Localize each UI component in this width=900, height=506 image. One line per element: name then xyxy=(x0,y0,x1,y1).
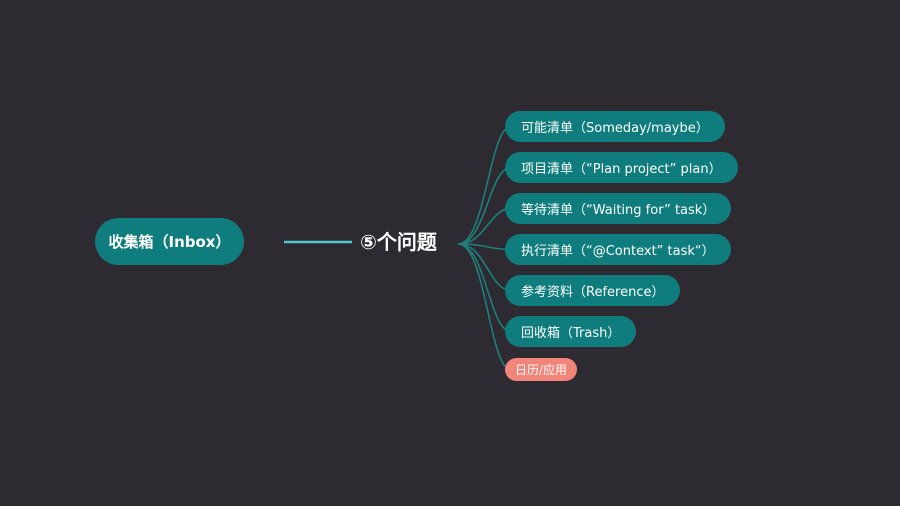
branch-node-label: 回收箱（Trash） xyxy=(521,326,621,341)
branch-node-waiting-list[interactable]: 等待清单（“Waiting for” task） xyxy=(505,193,732,224)
branch-node-action-list[interactable]: 执行清单（“@Context” task“） xyxy=(505,234,731,265)
branch-connector-2 xyxy=(457,207,512,245)
hub-topic-label: ⑤个问题 xyxy=(360,230,437,254)
branch-node-label: 执行清单（“@Context” task“） xyxy=(521,244,715,259)
branch-node-trash[interactable]: 回收箱（Trash） xyxy=(505,316,637,347)
branch-connector-0 xyxy=(457,125,512,245)
branch-connector-4 xyxy=(457,243,512,292)
branch-connector-1 xyxy=(457,166,512,245)
branch-node-calendar-app[interactable]: 日历/应用 xyxy=(505,358,578,381)
branch-node-label: 等待清单（“Waiting for” task） xyxy=(521,203,716,218)
branch-node-label: 项目清单（“Plan project” plan） xyxy=(521,162,722,177)
branch-node-someday-maybe[interactable]: 可能清单（Someday/maybe） xyxy=(505,111,725,142)
branch-node-reference[interactable]: 参考资料（Reference） xyxy=(505,275,681,306)
branch-node-label: 可能清单（Someday/maybe） xyxy=(521,121,709,136)
branch-curves xyxy=(457,125,512,371)
branch-node-project-list[interactable]: 项目清单（“Plan project” plan） xyxy=(505,152,738,183)
hub-topic[interactable]: ⑤个问题 xyxy=(360,228,437,256)
branch-node-label: 参考资料（Reference） xyxy=(521,285,665,300)
branch-node-label: 日历/应用 xyxy=(515,363,568,377)
branch-connector-6 xyxy=(457,243,512,371)
root-node-inbox[interactable]: 收集箱（Inbox） xyxy=(95,218,244,265)
root-node-label: 收集箱（Inbox） xyxy=(108,233,231,251)
